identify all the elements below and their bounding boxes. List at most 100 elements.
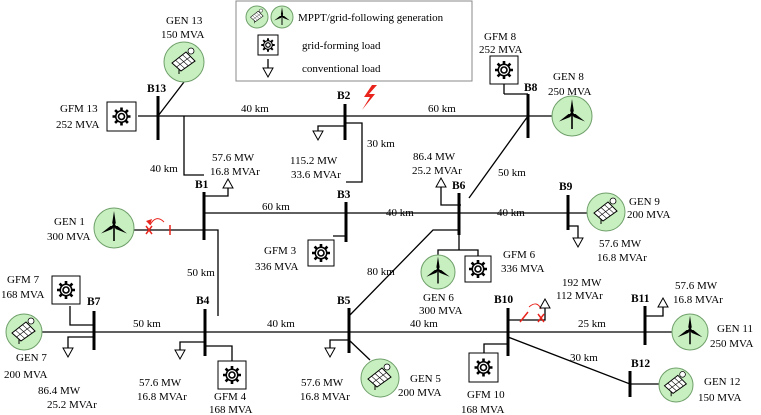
line-b13-b1	[183, 116, 204, 176]
generator-gen6: GEN 6 300 MVA	[419, 254, 463, 317]
load-arrow-icon	[572, 237, 584, 248]
gear-icon	[467, 258, 489, 280]
load-arrow-icon	[174, 349, 186, 360]
load11-p: 57.6 MW	[675, 280, 718, 292]
gen12-name: GEN 12	[704, 376, 740, 388]
load6-p: 86.4 MW	[413, 151, 456, 163]
conventional-load-b1: 57.6 MW 16.8 MVAr	[210, 152, 260, 189]
gen6-name: GEN 6	[423, 292, 454, 304]
bus-label-b10: B10	[494, 294, 513, 306]
load5-p: 57.6 MW	[301, 377, 344, 389]
load11-q: 16.8 MVAr	[673, 294, 723, 306]
generator-gen12: GEN 12 150 MVA	[658, 367, 742, 404]
gen13-rating: 150 MVA	[161, 29, 205, 41]
breaker-gen1	[145, 218, 171, 235]
gfm-load-gfm3: GFM 3 336 MVA	[255, 239, 335, 273]
gen12-rating: 150 MVA	[698, 392, 742, 404]
bus-bars	[92, 94, 647, 397]
conventional-load-b7: 86.4 MW 25.2 MVAr	[38, 347, 97, 411]
gear-icon	[473, 357, 494, 378]
conventional-load-b9: 57.6 MW 16.8 MVAr	[572, 237, 647, 264]
bus-label-b6: B6	[452, 180, 466, 192]
gear-icon	[221, 364, 243, 386]
gfm-load-gfm7: GFM 7 168 MVA	[1, 274, 81, 305]
bus-label-b5: B5	[337, 295, 351, 307]
gen8-rating: 250 MVA	[548, 86, 592, 98]
gen5-name: GEN 5	[410, 373, 441, 385]
gen6-rating: 300 MVA	[419, 305, 463, 317]
load6-q: 25.2 MVAr	[412, 165, 462, 177]
line-b1-load	[204, 188, 229, 197]
load4-p: 57.6 MW	[139, 377, 182, 389]
conventional-load-b2: 115.2 MW 33.6 MVAr	[290, 130, 341, 181]
gear-icon	[310, 242, 332, 264]
breaker-switch-icon	[519, 311, 529, 323]
gfm-load-gfm10: GFM 10 168 MVA	[461, 352, 505, 415]
load4-q: 16.8 MVAr	[137, 391, 187, 403]
gfm7-name: GFM 7	[7, 274, 40, 286]
load-arrow-up-icon	[435, 176, 447, 188]
gear-icon	[55, 279, 77, 301]
load7-p: 86.4 MW	[38, 385, 81, 397]
conventional-load-b11: 57.6 MW 16.8 MVAr	[657, 280, 723, 308]
bus-label-b2: B2	[337, 90, 351, 102]
gen8-name: GEN 8	[553, 71, 584, 83]
load2-p: 115.2 MW	[290, 155, 338, 167]
line-b6-b5	[348, 229, 459, 317]
gfm8-name: GFM 8	[484, 31, 517, 43]
legend: MPPT/grid-following generation grid-form…	[235, 0, 473, 82]
legend-gfm-label: grid-forming load	[302, 40, 381, 52]
bus-label-b12: B12	[631, 358, 650, 370]
load-arrow-icon	[62, 347, 74, 358]
conventional-load-b10: 192 MW 112 MVAr	[539, 277, 603, 309]
load1-p: 57.6 MW	[212, 152, 255, 164]
line-label-b6-b5: 80 km	[367, 266, 395, 278]
load-arrow-up-icon	[222, 177, 234, 189]
conventional-load-b6: 86.4 MW 25.2 MVAr	[412, 151, 462, 188]
line-label-b13-b2: 40 km	[241, 103, 269, 115]
gear-icon	[260, 37, 276, 53]
gen7-rating: 200 MVA	[4, 369, 48, 381]
breaker-arc-icon	[149, 218, 165, 226]
generator-gen1: GEN 1 300 MVA	[47, 207, 135, 249]
load9-q: 16.8 MVAr	[597, 252, 647, 264]
line-label-b8-b6: 50 km	[498, 167, 526, 179]
line-b9-load	[568, 225, 579, 238]
line-b10-load	[508, 308, 546, 321]
line-label-b2-b8: 60 km	[428, 103, 456, 115]
line-label-b1-b4: 50 km	[187, 267, 215, 279]
bus-label-b4: B4	[196, 295, 210, 307]
generator-gen9: GEN 9 200 MVA	[586, 192, 671, 232]
line-b6-load	[440, 187, 461, 206]
legend-conventional-label: conventional load	[302, 63, 381, 75]
gen9-name: GEN 9	[629, 196, 660, 208]
gfm8-rating: 252 MVA	[479, 44, 523, 56]
load7-q: 25.2 MVAr	[47, 399, 97, 411]
line-b4-gfm4	[205, 345, 233, 361]
line-label-b13-b1: 40 km	[150, 163, 178, 175]
bus-label-b11: B11	[631, 293, 650, 305]
line-label-b1-b3: 60 km	[262, 201, 290, 213]
gfm7-rating: 168 MVA	[1, 289, 45, 301]
gfm4-name: GFM 4	[214, 391, 247, 403]
conventional-load-b4: 57.6 MW 16.8 MVAr	[137, 349, 187, 403]
line-label-b5-b10: 40 km	[410, 318, 438, 330]
gen5-rating: 200 MVA	[398, 387, 442, 399]
gfm-load-gfm8: GFM 8 252 MVA	[479, 31, 528, 95]
gen13-name: GEN 13	[166, 15, 203, 27]
generator-gen5: GEN 5 200 MVA	[360, 358, 442, 399]
line-b8-b6	[468, 115, 529, 199]
gen9-rating: 200 MVA	[627, 209, 671, 221]
bus-label-b13: B13	[147, 83, 166, 95]
load1-q: 16.8 MVAr	[210, 166, 260, 178]
gfm13-rating: 252 MVA	[56, 119, 100, 131]
generator-gen7: GEN 7 200 MVA	[4, 313, 48, 381]
gen1-rating: 300 MVA	[47, 231, 91, 243]
line-b11-load	[645, 307, 664, 317]
gen11-rating: 250 MVA	[710, 338, 754, 350]
bus-label-b3: B3	[337, 189, 351, 201]
gfm4-rating: 168 MVA	[209, 404, 253, 415]
line-b5-gen5	[348, 339, 371, 361]
line-label-b4-b5: 40 km	[267, 318, 295, 330]
bus-labels: B13 B2 B8 B1 B3 B6 B9 B7 B4 B5 B10 B11 B…	[87, 82, 650, 370]
